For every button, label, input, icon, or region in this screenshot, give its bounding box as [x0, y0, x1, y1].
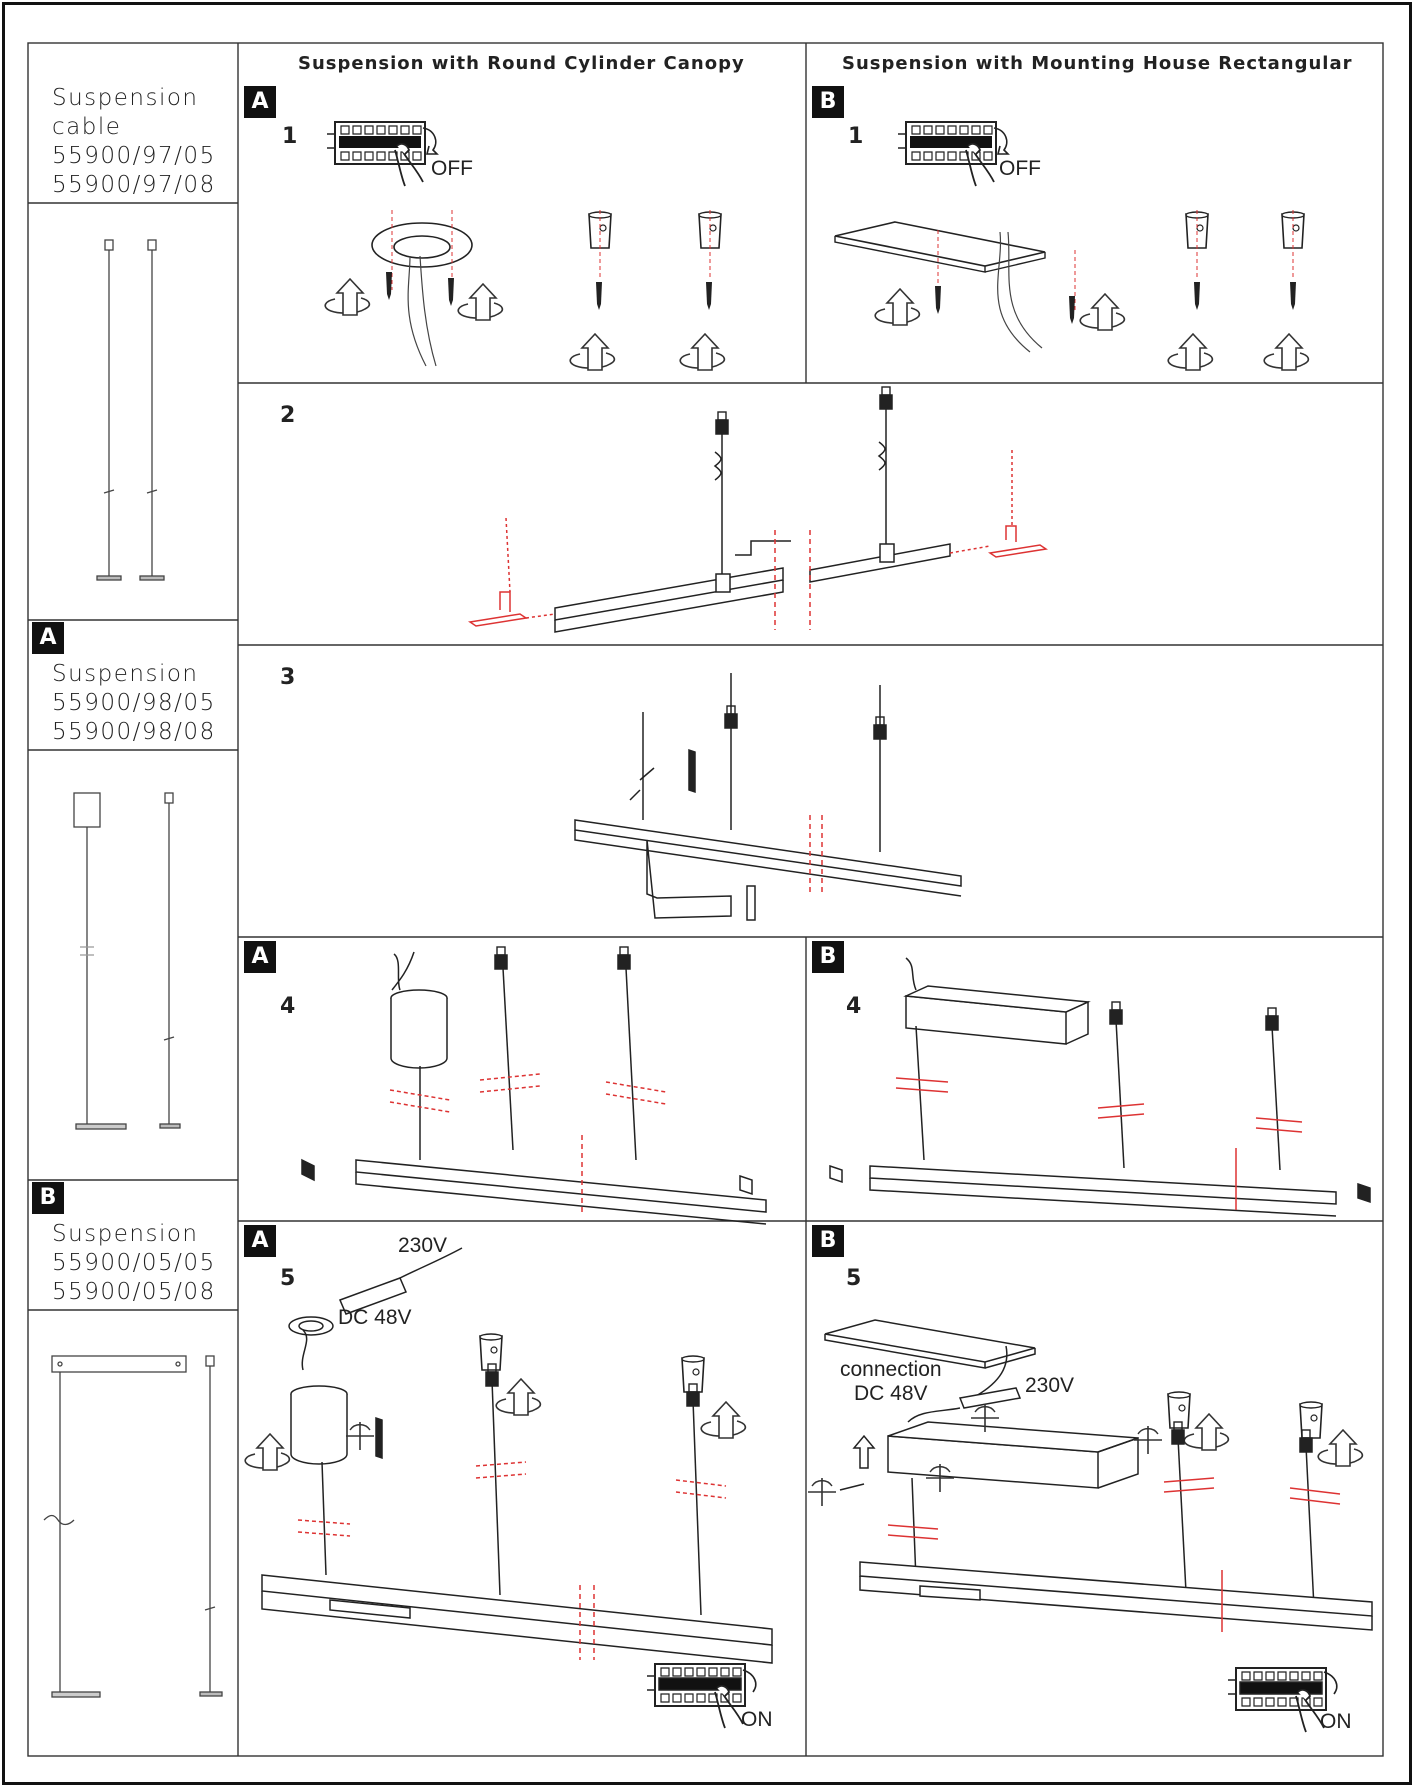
on-label-a: ON — [741, 1708, 773, 1731]
sidebar-cable-label: Suspension cable 55900/97/05 55900/97/08 — [52, 84, 216, 200]
step-5b-number: 5 — [846, 1266, 862, 1291]
canopy-step1a — [324, 210, 726, 371]
voltage-230v-b: 230V — [1025, 1374, 1075, 1397]
sidebar-suspension-b-label: Suspension 55900/05/05 55900/05/08 — [52, 1220, 216, 1307]
step-1b-number: 1 — [848, 124, 864, 149]
header-round-canopy: Suspension with Round Cylinder Canopy — [298, 53, 745, 74]
sidebar-badge-a: A — [32, 622, 64, 654]
dc48v-label-a: DC 48V — [338, 1306, 412, 1329]
badge-a-step1: A — [244, 86, 276, 118]
mounting-house-step4b — [829, 957, 1371, 1217]
on-label-b: ON — [1320, 1710, 1352, 1733]
susp-b-code-1: 55900/05/05 — [52, 1250, 216, 1276]
connection-label: connection — [840, 1358, 942, 1381]
mounting-plate-step1b — [834, 210, 1310, 371]
badge-a-step4: A — [244, 941, 276, 973]
pendant-step4a — [301, 946, 767, 1225]
grid-lines — [27, 42, 1384, 1757]
profile-step3 — [574, 673, 962, 921]
voltage-230v-a: 230V — [398, 1234, 448, 1257]
step-5a-number: 5 — [280, 1266, 296, 1291]
pendant-step5a — [244, 1247, 773, 1729]
connection-dc48v-label: DC 48V — [854, 1382, 928, 1405]
sidebar-drawings — [43, 239, 223, 1698]
badge-b-step4: B — [812, 941, 844, 973]
step-4b-number: 4 — [846, 994, 862, 1019]
cable-title-1: Suspension — [52, 85, 199, 111]
badge-b-step5: B — [812, 1225, 844, 1257]
header-mounting-house: Suspension with Mounting House Rectangul… — [842, 53, 1353, 74]
step-2-number: 2 — [280, 403, 296, 428]
step-3-number: 3 — [280, 665, 296, 690]
badge-b-step1: B — [812, 86, 844, 118]
step-4a-number: 4 — [280, 994, 296, 1019]
susp-a-code-2: 55900/98/08 — [52, 719, 216, 745]
susp-b-code-2: 55900/05/08 — [52, 1279, 216, 1305]
susp-a-code-1: 55900/98/05 — [52, 690, 216, 716]
step-1a-number: 1 — [282, 124, 298, 149]
sidebar-badge-b: B — [32, 1182, 64, 1214]
profile-step2 — [467, 386, 1049, 633]
sidebar-suspension-a-label: Suspension 55900/98/05 55900/98/08 — [52, 660, 216, 747]
badge-a-step5: A — [244, 1225, 276, 1257]
cable-title-2: cable — [52, 114, 122, 140]
susp-b-title: Suspension — [52, 1221, 199, 1247]
cable-code-1: 55900/97/05 — [52, 143, 216, 169]
cable-code-2: 55900/97/08 — [52, 172, 216, 198]
off-label-b: OFF — [999, 157, 1041, 180]
susp-a-title: Suspension — [52, 661, 199, 687]
mounting-house-step5b — [807, 1319, 1373, 1733]
off-label-a: OFF — [431, 157, 473, 180]
